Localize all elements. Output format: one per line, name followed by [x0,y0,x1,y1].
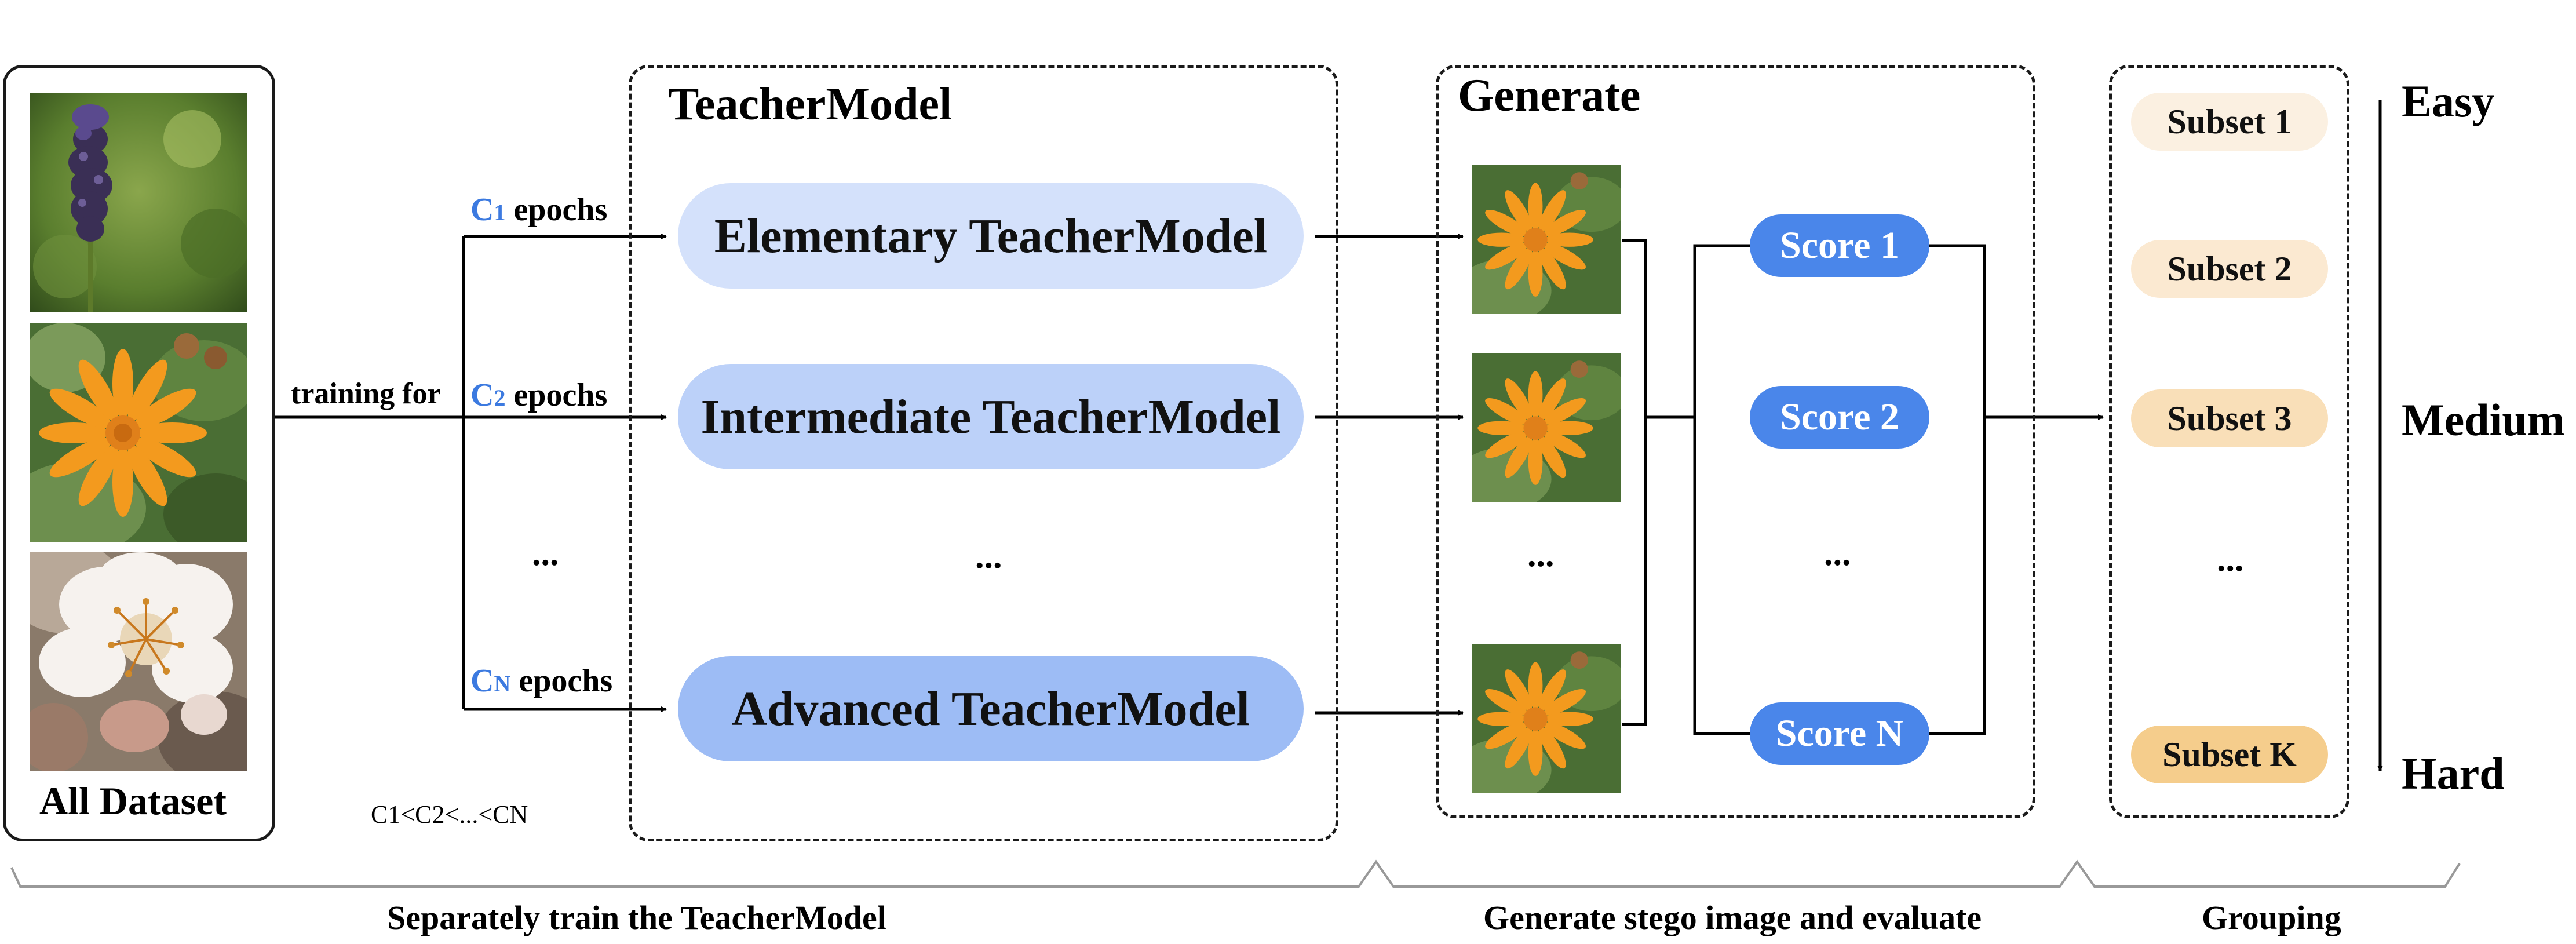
stego-image-1 [1472,165,1621,314]
training-ellipsis: ... [532,534,559,573]
flower-image-blossom [30,552,247,771]
elementary-teacher-model: Elementary TeacherModel [678,183,1304,289]
stego-image-n [1472,644,1621,793]
difficulty-easy: Easy [2402,76,2495,126]
teacher-group-title: TeacherModel [668,79,953,130]
subset-1: Subset 1 [2131,93,2328,151]
stage-label-generate: Generate stego image and evaluate [1483,899,1982,936]
flower-image-lavender [30,93,247,312]
score-1: Score 1 [1750,214,1929,277]
c1-epochs-label: C1 epochs [470,192,608,228]
training-prefix: training for [291,377,441,410]
subset-2: Subset 2 [2131,240,2328,298]
generate-group [1436,65,2035,818]
intermediate-teacher-model: Intermediate TeacherModel [678,364,1304,469]
generate-group-title: Generate [1458,70,1641,121]
subset-3: Subset 3 [2131,389,2328,447]
grouping-group [2109,65,2349,818]
image-ellipsis: ... [1527,535,1555,574]
stage-label-train: Separately train the TeacherModel [387,899,886,936]
c2-epochs-label: C2 epochs [470,377,608,413]
stage-label-grouping: Grouping [2202,899,2341,936]
dataset-box [3,65,275,841]
teacher-ellipsis: ... [975,537,1002,576]
subset-k: Subset K [2131,726,2328,783]
advanced-teacher-model: Advanced TeacherModel [678,656,1304,761]
score-2: Score 2 [1750,386,1929,449]
teacher-model-group [629,65,1338,841]
stego-image-2 [1472,353,1621,502]
epoch-constraint: C1<C2<...<CN [371,800,528,829]
flower-image-marigold [30,323,247,542]
dataset-label: All Dataset [39,779,227,823]
score-ellipsis: ... [1824,534,1851,573]
score-n: Score N [1750,702,1929,765]
subset-ellipsis: ... [2217,540,2244,579]
cn-epochs-label: CN epochs [470,663,613,699]
difficulty-medium: Medium [2402,395,2565,445]
difficulty-hard: Hard [2402,748,2505,799]
